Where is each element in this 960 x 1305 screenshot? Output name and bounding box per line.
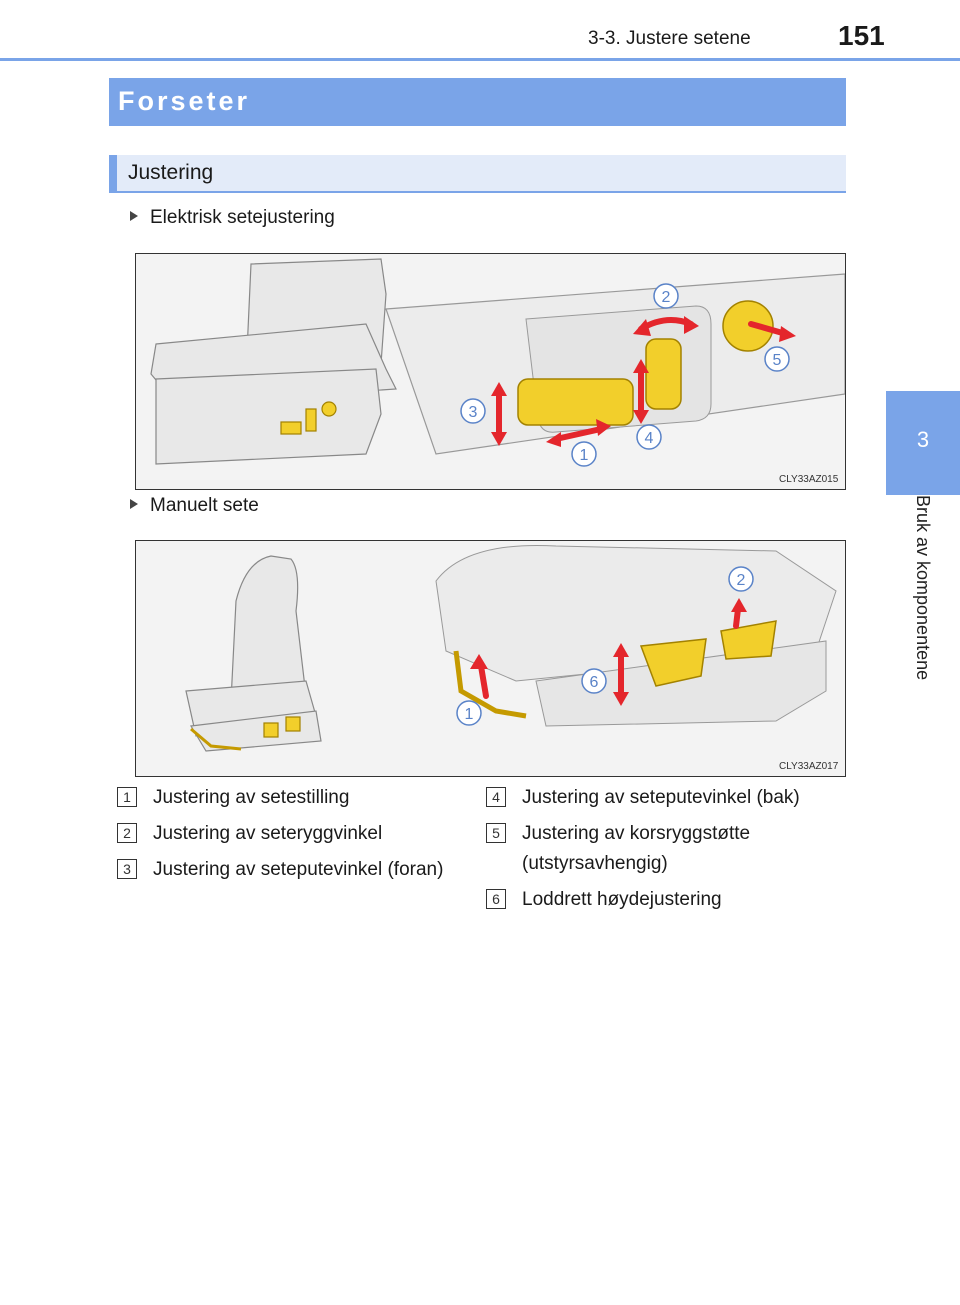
release-bar	[453, 650, 527, 719]
callout-1: 1	[465, 706, 474, 723]
lumbar-dial	[722, 300, 774, 352]
subsection-heading: Justering	[109, 155, 846, 193]
callout-2: 2	[662, 289, 671, 306]
callout-4: 4	[645, 430, 654, 447]
figure-code-electric: CLY33AZ015	[779, 474, 839, 485]
figure-manual-seat: 1 2 6 CLY33AZ017	[135, 540, 846, 777]
header-rule	[0, 58, 960, 61]
callout-2: 2	[737, 572, 746, 589]
legend-text-5: Justering av korsryggstøtte (utstyrsavhe…	[522, 823, 751, 874]
manual-seat-illustration: 1 2 6 CLY33AZ017	[136, 541, 845, 776]
legend-text-6: Loddrett høydejustering	[522, 889, 722, 910]
bullet-manual-text: Manuelt sete	[150, 495, 259, 516]
bullet-electric-text: Elektrisk setejustering	[150, 207, 335, 228]
legend-number-1: 1	[117, 787, 137, 807]
subsection-accent	[109, 155, 117, 191]
legend-text-4: Justering av seteputevinkel (bak)	[522, 787, 800, 808]
subsection-title: Justering	[128, 161, 214, 184]
legend-number-4: 4	[486, 787, 506, 807]
page-number: 151	[838, 20, 885, 51]
height-lever	[639, 638, 707, 687]
legend-text-3: Justering av seteputevinkel (foran)	[153, 859, 444, 880]
callout-6: 6	[590, 674, 599, 691]
callout-5: 5	[773, 352, 782, 369]
chapter-number: 3	[916, 427, 930, 452]
callout-3: 3	[469, 404, 478, 421]
seat-overview-icon	[150, 258, 397, 465]
seat-overview-icon	[185, 555, 322, 752]
bullet-manual: Manuelt sete	[130, 495, 259, 517]
legend-text-2: Justering av seteryggvinkel	[153, 823, 383, 844]
chapter-title: Bruk av komponentene	[913, 495, 933, 681]
recline-lever	[720, 620, 777, 660]
triangle-bullet-icon	[130, 211, 138, 221]
seat-switch	[517, 378, 634, 426]
bullet-electric: Elektrisk setejustering	[130, 207, 335, 229]
electric-seat-illustration: 1 2 3 4 5 CLY33AZ015	[136, 254, 845, 489]
legend-number-2: 2	[117, 823, 137, 843]
triangle-bullet-icon	[130, 499, 138, 509]
callout-1: 1	[580, 447, 589, 464]
section-title: Forseter	[109, 78, 846, 126]
legend-number-5: 5	[486, 823, 506, 843]
figure-electric-seat: 1 2 3 4 5 CLY33AZ015	[135, 253, 846, 490]
chapter-tab: 3	[886, 391, 960, 495]
legend-text-1: Justering av setestilling	[153, 787, 350, 808]
legend-number-6: 6	[486, 889, 506, 909]
legend-number-3: 3	[117, 859, 137, 879]
figure-code-manual: CLY33AZ017	[779, 761, 839, 772]
seatback-switch	[645, 338, 682, 410]
running-header-title: 3-3. Justere setene	[588, 28, 751, 49]
